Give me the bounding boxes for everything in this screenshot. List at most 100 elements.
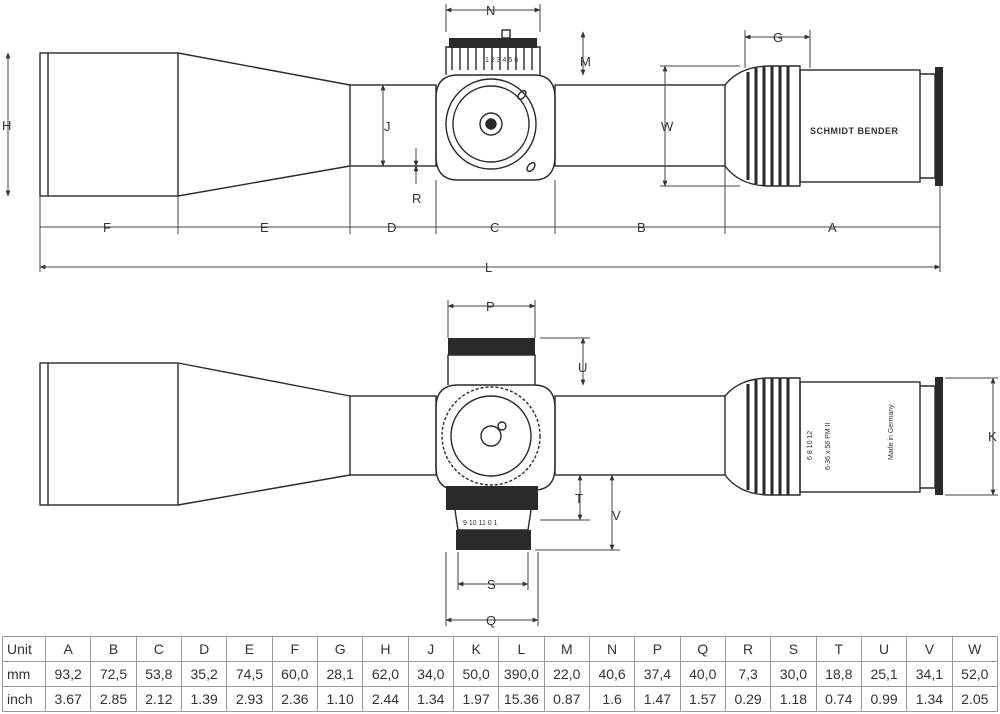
table-cell: 1.97 [452,686,500,712]
table-cell: 2.93 [226,686,273,712]
table-cell: 1.39 [180,686,228,712]
origin-label: Made in Germany [888,404,895,460]
svg-text:1 2 3 4 5 6: 1 2 3 4 5 6 [485,57,518,64]
table-header-cell: L [498,636,545,662]
table-cell: inch [2,686,46,712]
dim-A: A [828,220,837,235]
dim-S: S [487,577,496,592]
table-header-cell: P [634,636,681,662]
svg-text:9 10 11 0 1: 9 10 11 0 1 [463,520,498,527]
table-cell: 0.99 [860,686,908,712]
table-cell: 52,0 [951,661,999,687]
table-cell: 40,6 [588,661,636,687]
table-cell: 1.34 [906,686,953,712]
table-cell: 37,4 [634,661,681,687]
dim-L: L [485,260,492,275]
dim-N: N [486,3,495,18]
table-header-cell: S [770,636,817,662]
table-cell: 25,1 [860,661,908,687]
table-cell: 15.36 [498,686,545,712]
front-tube [349,84,437,167]
model-label: 6-36 x 56 PM II [825,422,832,470]
table-header-cell: Unit [2,636,46,662]
top-dim-labels: N M G H J W R F E D C B A L [2,3,837,275]
dim-D: D [387,220,396,235]
table-header-cell: K [452,636,500,662]
objective-bell [39,52,179,197]
table-cell: 28,1 [316,661,364,687]
dim-Q: Q [486,613,496,628]
dim-J: J [384,119,391,134]
table-header-cell: U [860,636,908,662]
top-dimensions [5,4,941,272]
table-cell: 50,0 [452,661,500,687]
scope-top-view: 1 2 3 4 5 6 SCHMIDT BENDER [39,29,943,197]
table-header-cell: T [815,636,862,662]
table-header-cell: H [362,636,409,662]
dim-C: C [490,220,499,235]
dim-G: G [773,30,783,45]
dim-B: B [637,220,646,235]
table-cell: 1.34 [407,686,454,712]
table-header-cell: B [90,636,137,662]
table-header-cell: A [44,636,92,662]
table-header-cell: M [543,636,590,662]
table-header-cell: D [180,636,228,662]
table-header-cell: J [407,636,454,662]
parallax-knob [445,78,537,170]
side-dim-labels: P U K T V S Q [486,299,997,628]
table-cell: 2.05 [951,686,999,712]
table-cell: 93,2 [44,661,92,687]
dim-M: M [580,54,591,69]
table-cell: 1.18 [770,686,817,712]
table-header-cell: F [271,636,318,662]
table-cell: 0.74 [815,686,862,712]
scope-dimension-drawing: 1 2 3 4 5 6 SCHMIDT BENDER N M G H J [2,3,998,628]
table-cell: 18,8 [815,661,862,687]
table-cell: 1.10 [316,686,364,712]
table-cell: 30,0 [770,661,817,687]
table-header-cell: G [316,636,364,662]
table-cell: 1.47 [634,686,681,712]
objective-taper [177,52,351,197]
windage-knob [441,386,541,486]
eyepiece [799,69,921,183]
dim-P: P [486,299,495,314]
table-header-cell: R [724,636,772,662]
table-cell: 390,0 [498,661,545,687]
table-cell: 2.85 [90,686,137,712]
table-cell: 62,0 [362,661,409,687]
dim-E: E [260,220,269,235]
dim-U: U [578,360,587,375]
dim-F: F [103,220,111,235]
table-cell: 74,5 [226,661,273,687]
table-cell: 0.29 [724,686,772,712]
table-cell: 35,2 [180,661,228,687]
objective-bell-side [39,362,179,506]
table-cell: 22,0 [543,661,590,687]
table-cell: 34,0 [407,661,454,687]
table-cell: 3.67 [44,686,92,712]
turret-saddle-side [435,384,556,491]
dim-R: R [412,191,421,206]
table-cell: 72,5 [90,661,137,687]
dim-W: W [661,119,674,134]
table-cell: 2.12 [135,686,182,712]
scope-side-view: 9 10 11 0 1 6 8 10 12 6-36 x 56 PM II Ma… [39,338,943,550]
rear-tube [554,84,726,167]
table-cell: 60,0 [271,661,318,687]
dim-K: K [988,429,997,444]
table-header-cell: W [951,636,999,662]
dim-T: T [575,491,583,506]
table-header-cell: N [588,636,636,662]
table-cell: 0.87 [543,686,590,712]
table-cell: 2.44 [362,686,409,712]
table-cell: 1.6 [588,686,636,712]
table-header-cell: C [135,636,182,662]
table-cell: 40,0 [679,661,726,687]
table-cell: 2.36 [271,686,318,712]
